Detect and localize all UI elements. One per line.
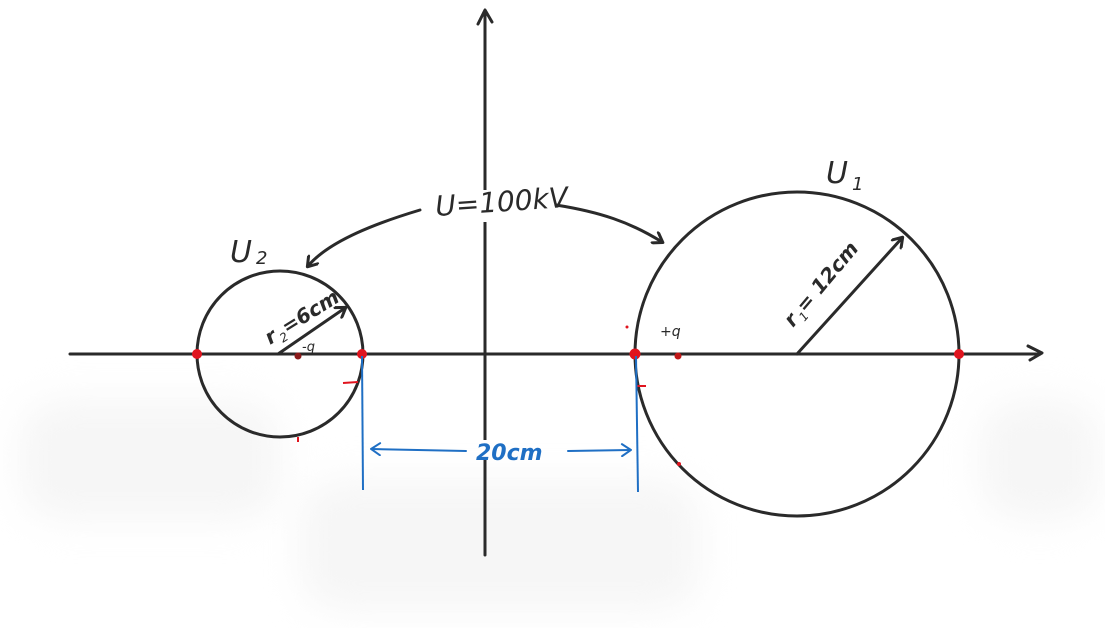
voltage-arrow-right xyxy=(554,203,662,242)
charge-2-label: -q xyxy=(302,340,315,355)
sphere-2-label: U 2 xyxy=(230,235,267,270)
red-tick xyxy=(342,381,359,384)
charge-2-point xyxy=(294,352,302,360)
voltage-label: U=100kV xyxy=(434,181,571,223)
svg-text:= 12cm: = 12cm xyxy=(791,237,864,317)
radius-1-arrow xyxy=(795,238,902,356)
background-smudge xyxy=(300,480,700,610)
svg-text:U: U xyxy=(230,235,252,270)
svg-text:1: 1 xyxy=(852,174,863,195)
red-dot xyxy=(625,325,629,329)
y-axis-arrow-icon xyxy=(476,8,494,26)
sphere-1-right-point xyxy=(954,349,964,359)
background-smudge xyxy=(980,400,1100,520)
svg-text:U: U xyxy=(826,156,848,191)
radius-1-label: r 1 = 12cm xyxy=(778,237,864,332)
svg-text:2: 2 xyxy=(256,248,267,269)
background-smudge xyxy=(20,400,280,520)
sphere-2 xyxy=(192,269,367,442)
red-dot xyxy=(677,462,681,466)
y-axis xyxy=(476,8,494,557)
voltage-arrow-left xyxy=(308,208,422,266)
sphere-1-left-point xyxy=(629,348,641,360)
charge-1-point xyxy=(674,352,682,360)
x-axis-arrow-icon xyxy=(1026,344,1044,362)
gap-dimension-label: 20cm xyxy=(476,441,543,466)
sphere-1-label: U 1 xyxy=(826,156,863,195)
radius-2-arrow xyxy=(276,308,345,356)
x-axis xyxy=(68,344,1044,362)
sphere-1 xyxy=(625,190,964,518)
sphere-2-right-point xyxy=(357,349,367,359)
sphere-2-left-point xyxy=(192,349,202,359)
charge-1-label: +q xyxy=(660,324,681,340)
gap-dimension: 20cm xyxy=(361,355,639,493)
